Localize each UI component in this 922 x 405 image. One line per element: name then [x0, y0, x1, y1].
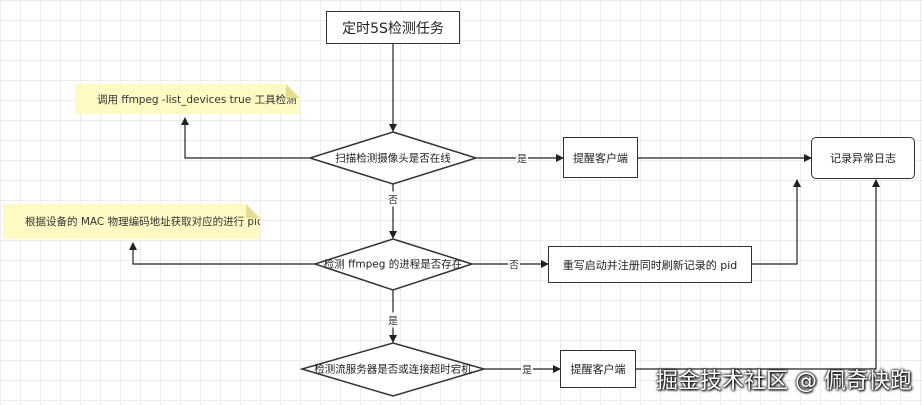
edge-restart-to-log [752, 179, 801, 265]
watermark-text: 掘金技术社区 @ 佩奇快跑 [656, 369, 912, 394]
edge-label-scan-no: 否 [387, 191, 399, 207]
edge-remind2-to-log [636, 179, 880, 370]
decision-check-process-shape [312, 238, 475, 291]
note-mac-text: 根据设备的 MAC 物理编码地址获取对应的进行 pid [25, 216, 264, 228]
edge-scan-to-note-ffmpeg [181, 117, 310, 159]
note-mac: 根据设备的 MAC 物理编码地址获取对应的进行 pid [3, 204, 260, 239]
remind-client-node-2: 提醒客户端 [560, 350, 636, 388]
decision-scan-camera-shape [307, 131, 479, 185]
edge-label-process-no: 否 [508, 256, 520, 272]
log-error-node: 记录异常日志 [811, 137, 915, 179]
edge-label-scan-yes: 是 [516, 150, 528, 166]
restart-node: 重写启动并注册同时刷新记录的 pid [548, 246, 752, 283]
decision-scan-camera-label: 扫描检测摄像头是否在线 [335, 152, 451, 165]
edge-process-to-note-mac [129, 242, 315, 265]
decision-check-stream-label: 检测流服务器是否或连接超时宕机 [314, 363, 472, 376]
start-node: 定时5S检测任务 [326, 11, 460, 44]
edge-label-stream-yes: 是 [521, 361, 533, 377]
note-ffmpeg: 调用 ffmpeg -list_devices true 工具检测 [75, 84, 300, 114]
decision-check-stream-shape [299, 342, 487, 397]
edge-label-process-yes: 是 [387, 312, 399, 328]
remind-client-node: 提醒客户端 [563, 137, 638, 178]
note-ffmpeg-text: 调用 ffmpeg -list_devices true 工具检测 [97, 93, 297, 106]
decision-check-process-label: 检测 ffmpeg 的进程是否存在 [323, 258, 463, 271]
